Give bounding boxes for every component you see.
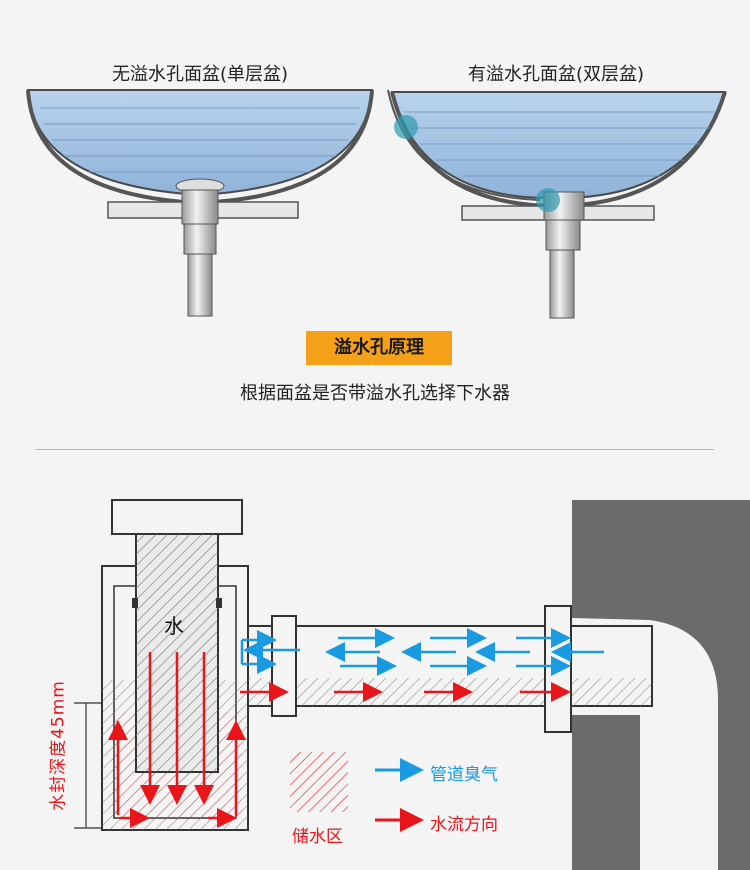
legend-flow-label: 水流方向 bbox=[430, 815, 498, 835]
water-label: 水 bbox=[164, 614, 184, 638]
outlet-pipe bbox=[247, 605, 653, 733]
double-layer-basin bbox=[387, 89, 727, 319]
section-divider bbox=[36, 449, 714, 450]
legend-storage-label: 储水区 bbox=[292, 827, 343, 847]
wall bbox=[572, 500, 750, 870]
trap-body bbox=[101, 499, 249, 831]
single-layer-basin bbox=[26, 89, 374, 317]
legend-odor-label: 管道臭气 bbox=[430, 765, 498, 785]
storage-legend-swatch bbox=[290, 752, 348, 812]
seal-depth-label: 水封深度45mm bbox=[48, 680, 69, 811]
principle-badge: 溢水孔原理 bbox=[306, 331, 452, 365]
right-basin-title: 有溢水孔面盆(双层盆) bbox=[467, 64, 645, 85]
water-flow-arrows bbox=[108, 652, 571, 828]
odor-arrows bbox=[240, 628, 604, 676]
overflow-hole-marker bbox=[394, 115, 418, 139]
left-basin-title: 无溢水孔面盆(单层盆) bbox=[111, 64, 289, 85]
seal-depth-dimension bbox=[74, 702, 102, 829]
subtitle: 根据面盆是否带溢水孔选择下水器 bbox=[240, 383, 510, 404]
overflow-outlet-marker bbox=[536, 188, 560, 212]
